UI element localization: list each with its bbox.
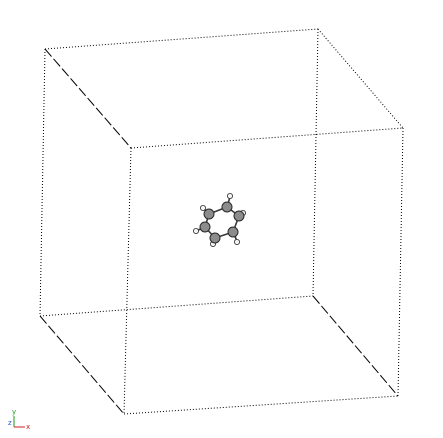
- hydrogen-atom[interactable]: [226, 192, 233, 199]
- carbon-atom[interactable]: [203, 208, 215, 220]
- carbon-atom[interactable]: [209, 232, 221, 244]
- cell-edge: [39, 315, 125, 415]
- hydrogen-atom[interactable]: [192, 227, 199, 234]
- cell-edge: [317, 28, 404, 129]
- x-axis-label: x: [26, 423, 30, 431]
- carbon-atom[interactable]: [199, 221, 211, 233]
- unit-cell-box: [39, 28, 404, 415]
- hydrogen-atom[interactable]: [233, 238, 240, 245]
- cell-edge: [123, 147, 132, 415]
- cell-edge: [312, 28, 319, 297]
- cell-edge: [312, 295, 399, 397]
- carbon-atom[interactable]: [221, 201, 233, 213]
- cell-edge: [39, 48, 46, 317]
- hydrogen-atom[interactable]: [199, 204, 206, 211]
- cell-edge: [44, 48, 132, 149]
- cell-edge: [130, 127, 404, 149]
- cell-edge: [123, 395, 399, 415]
- benzene-molecule[interactable]: [192, 192, 246, 247]
- cell-edge: [397, 127, 404, 397]
- y-axis-label: y: [12, 408, 16, 416]
- carbon-atom[interactable]: [233, 210, 245, 222]
- cell-edge: [39, 295, 314, 317]
- z-axis-label: z: [8, 419, 12, 427]
- cell-edge: [44, 28, 319, 50]
- carbon-atom[interactable]: [227, 226, 239, 238]
- axis-indicator: y z x: [8, 408, 30, 431]
